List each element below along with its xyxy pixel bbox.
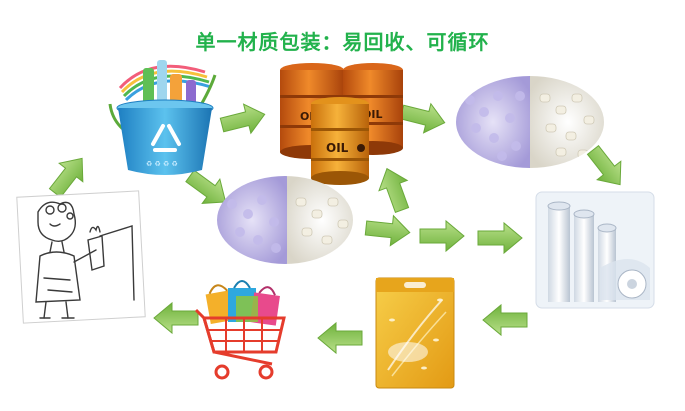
arrow-drums-to-pellets bbox=[397, 96, 449, 138]
arrow-pellets-to-drums bbox=[372, 163, 417, 216]
packaging-pouch bbox=[375, 277, 455, 389]
arrow-mid-1 bbox=[363, 212, 412, 249]
arrow-bin-to-drums bbox=[217, 99, 269, 141]
arrow-cart-to-person bbox=[153, 302, 199, 334]
arrow-mid-3 bbox=[477, 222, 523, 254]
svg-text:♻ ♻ ♻ ♻: ♻ ♻ ♻ ♻ bbox=[146, 160, 178, 168]
oil-drum-label-front: OIL bbox=[326, 141, 349, 155]
shopping-cart bbox=[194, 280, 286, 380]
film-rolls bbox=[535, 191, 655, 309]
arrow-film-to-pouch bbox=[482, 304, 528, 336]
recycle-bin: ♻ ♻ ♻ ♻ bbox=[108, 60, 217, 175]
pellets-top bbox=[456, 76, 604, 168]
oil-drums: OIL OIL OIL bbox=[280, 63, 403, 185]
pellets-middle bbox=[217, 176, 353, 264]
arrow-mid-2 bbox=[419, 220, 465, 252]
arrow-pouch-to-cart bbox=[317, 322, 363, 354]
recycle-icon bbox=[151, 124, 181, 152]
person-sketch bbox=[16, 190, 146, 324]
page-title: 单一材质包装：易回收、可循环 bbox=[195, 30, 490, 54]
